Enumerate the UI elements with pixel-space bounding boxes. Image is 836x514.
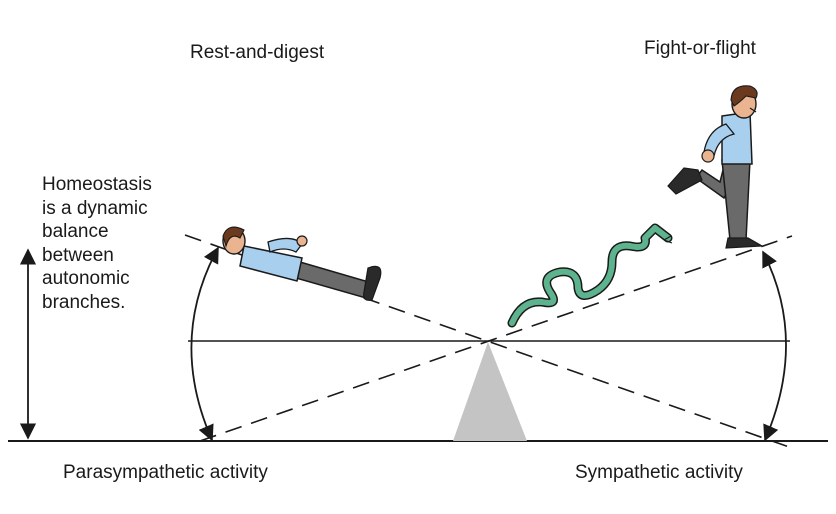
homeostasis-note-line: is a dynamic bbox=[42, 197, 148, 219]
left-swing-arrow bbox=[190, 246, 219, 442]
resting-man-figure bbox=[222, 226, 382, 301]
sympathetic-activity-label: Sympathetic activity bbox=[575, 462, 743, 483]
homeostasis-note-line: between bbox=[42, 244, 114, 266]
homeostasis-note-line: autonomic bbox=[42, 268, 130, 289]
homeostasis-note-line: branches. bbox=[42, 291, 126, 313]
rest-and-digest-label: Rest-and-digest bbox=[190, 42, 325, 63]
parasympathetic-activity-label: Parasympathetic activity bbox=[63, 462, 268, 483]
fulcrum-triangle bbox=[453, 342, 527, 441]
homeostasis-note-line: balance bbox=[42, 221, 109, 242]
homeostasis-note-line: Homeostasis bbox=[42, 174, 152, 195]
fight-or-flight-label: Fight-or-flight bbox=[644, 38, 756, 59]
balance-line-tilted-right-up bbox=[199, 235, 793, 442]
running-man-figure bbox=[667, 85, 765, 249]
homeostasis-note: Homeostasis is a dynamic balance between… bbox=[42, 173, 152, 314]
snake-figure bbox=[507, 223, 673, 328]
right-swing-arrow bbox=[762, 250, 787, 442]
